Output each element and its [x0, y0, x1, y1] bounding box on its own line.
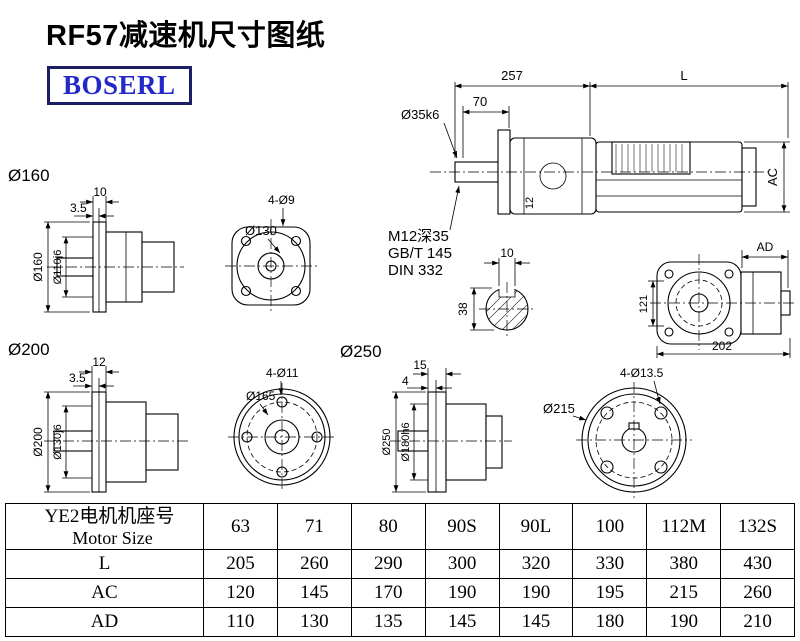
dim-l-label: L — [680, 68, 687, 83]
flange130-holes-dim: 4-Ø9 — [268, 193, 295, 207]
section-label-250: Ø250 — [340, 342, 382, 361]
l-value: 380 — [646, 549, 722, 579]
din-standard-note: DIN 332 — [388, 262, 443, 279]
table-header-row: YE2电机机座号 Motor Size 63 71 80 90S 90L 100… — [5, 503, 795, 550]
flange160-spigot-dim: Ø110j6 — [52, 250, 64, 285]
ad-value: 145 — [498, 607, 574, 637]
boserl-logo: BOSERL — [47, 66, 192, 105]
size-col-90l: 90L — [498, 503, 574, 550]
row-label-l: L — [5, 549, 204, 579]
size-col-71: 71 — [276, 503, 352, 550]
logo-text: BOSERL — [63, 70, 176, 100]
main-assembly-drawing: 257 L 70 Ø35k6 AC 12 M12深35 GB/T 145 DIN… — [388, 68, 790, 279]
ad-value: 110 — [203, 607, 278, 637]
flange200-od-dim: Ø200 — [31, 427, 45, 457]
flange250-thickness-dim: 15 — [413, 358, 427, 372]
row-label-ad: AD — [5, 607, 204, 637]
ac-value: 190 — [424, 578, 500, 608]
flange-160-drawing: Ø160 10 3.5 Ø160 Ø110j6 — [8, 166, 184, 313]
size-col-63: 63 — [203, 503, 278, 550]
dim-12-label: 12 — [524, 197, 536, 209]
l-value: 205 — [203, 549, 278, 579]
flange215-holes-dim: 4-Ø13.5 — [620, 366, 664, 380]
ac-value: 145 — [276, 578, 352, 608]
flange-130-drawing: 4-Ø9 Ø130 — [225, 193, 317, 313]
dim-70-label: 70 — [473, 94, 487, 109]
ac-value: 260 — [720, 578, 795, 608]
flange-250-drawing: 15 4 Ø250 Ø180h6 — [381, 358, 512, 493]
flange165-od-dim: Ø165 — [246, 389, 276, 403]
shaft-keyway-section: 10 38 — [456, 246, 535, 336]
keyway-width-dim: 10 — [500, 246, 514, 260]
ac-value: 170 — [350, 578, 426, 608]
flange200-thickness-dim: 12 — [92, 355, 106, 369]
ac-value: 215 — [646, 578, 722, 608]
dim-257-label: 257 — [501, 68, 523, 83]
motor-size-header-cn: YE2电机机座号 — [44, 506, 175, 527]
ad-value: 210 — [720, 607, 795, 637]
ac-value: 195 — [572, 578, 648, 608]
flange200-step-dim: 3.5 — [69, 371, 86, 385]
flange-165-drawing: Ø250 4-Ø11 Ø165 — [228, 342, 382, 491]
flange-200-drawing: Ø200 12 3.5 Ø200 Ø130j6 — [8, 340, 190, 493]
output-side-view: AD 121 202 — [638, 240, 795, 358]
ac-value: 190 — [498, 578, 574, 608]
flange215-od-dim: Ø215 — [543, 401, 575, 416]
dim-ac-label: AC — [765, 168, 780, 186]
section-label-200: Ø200 — [8, 340, 50, 359]
flange160-step-dim: 3.5 — [70, 201, 87, 215]
tap-note: M12深35 — [388, 228, 449, 245]
ad-value: 190 — [646, 607, 722, 637]
section-label-160: Ø160 — [8, 166, 50, 185]
page-title: RF57减速机尺寸图纸 — [46, 20, 326, 52]
size-col-132s: 132S — [720, 503, 795, 550]
ad-value: 135 — [350, 607, 426, 637]
l-value: 260 — [276, 549, 352, 579]
size-col-80: 80 — [350, 503, 426, 550]
size-col-90s: 90S — [424, 503, 500, 550]
flange250-od-dim: Ø250 — [381, 429, 393, 456]
flange250-spigot-dim: Ø180h6 — [400, 422, 412, 461]
row-label-ac: AC — [5, 578, 204, 608]
ad-value: 145 — [424, 607, 500, 637]
size-col-100: 100 — [572, 503, 648, 550]
ad-dim-label: AD — [757, 240, 774, 254]
flange200-spigot-dim: Ø130j6 — [52, 424, 64, 459]
l-value: 430 — [720, 549, 795, 579]
flange130-label: Ø130 — [245, 223, 277, 238]
l-value: 330 — [572, 549, 648, 579]
shaft-diameter-label: Ø35k6 — [401, 107, 439, 122]
ac-value: 120 — [203, 578, 278, 608]
l-value: 290 — [350, 549, 426, 579]
shaft-section-dia-dim: 38 — [456, 302, 470, 316]
ad-value: 130 — [276, 607, 352, 637]
height-121-dim: 121 — [638, 295, 650, 313]
width-202-dim: 202 — [712, 339, 732, 353]
table-row-ad: AD 110 130 135 145 145 180 190 210 — [5, 607, 795, 637]
technical-drawing: 257 L 70 Ø35k6 AC 12 M12深35 GB/T 145 DIN… — [8, 68, 795, 498]
flange250-step-dim: 4 — [402, 374, 409, 388]
flange160-od-dim: Ø160 — [31, 252, 45, 282]
flange-215-drawing: 4-Ø13.5 Ø215 — [543, 366, 692, 498]
flange160-thickness-dim: 10 — [93, 185, 107, 199]
l-value: 320 — [498, 549, 574, 579]
motor-size-header-cell: YE2电机机座号 Motor Size — [5, 503, 204, 550]
table-row-ac: AC 120 145 170 190 190 195 215 260 — [5, 578, 795, 608]
ad-value: 180 — [572, 607, 648, 637]
dimension-table: YE2电机机座号 Motor Size 63 71 80 90S 90L 100… — [5, 503, 795, 637]
gb-standard-note: GB/T 145 — [388, 245, 452, 262]
motor-size-header-en: Motor Size — [72, 528, 153, 548]
size-col-112m: 112M — [646, 503, 722, 550]
l-value: 300 — [424, 549, 500, 579]
flange165-holes-dim: 4-Ø11 — [266, 366, 299, 380]
table-row-l: L 205 260 290 300 320 330 380 430 — [5, 549, 795, 579]
